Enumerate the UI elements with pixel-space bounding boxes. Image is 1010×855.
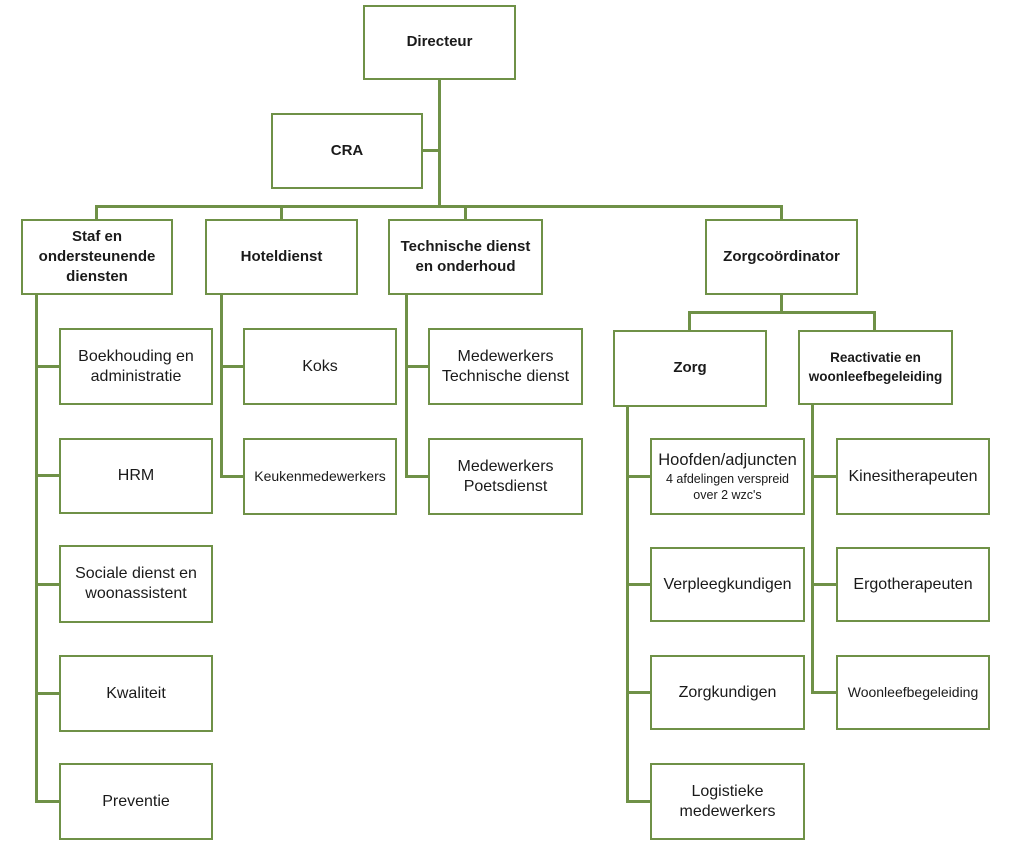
connector-line — [280, 205, 283, 219]
node-zorgcoordinator: Zorgcoördinator — [705, 219, 858, 295]
node-sublabel: 4 afdelingen verspreid over 2 wzc's — [666, 472, 789, 502]
connector-line — [688, 311, 876, 314]
connector-line — [95, 205, 98, 219]
node-label: Medewerkers Poetsdienst — [457, 457, 554, 495]
connector-line — [423, 149, 438, 152]
connector-line — [626, 691, 650, 694]
node-label: Verpleegkundigen — [663, 575, 792, 593]
connector-line — [811, 691, 836, 694]
connector-line — [780, 205, 783, 219]
connector-line — [35, 365, 59, 368]
node-medewerkers-poetsdienst: Medewerkers Poetsdienst — [428, 438, 583, 515]
node-label-stack: Hoofden/adjuncten 4 afdelingen verspreid… — [655, 450, 800, 504]
node-boekhouding: Boekhouding en administratie — [59, 328, 213, 405]
node-label: Staf en ondersteunende diensten — [38, 227, 156, 286]
connector-line — [405, 475, 428, 478]
node-label: Kinesitherapeuten — [848, 467, 978, 485]
node-koks: Koks — [243, 328, 397, 405]
connector-line — [626, 583, 650, 586]
node-ergotherapeuten: Ergotherapeuten — [836, 547, 990, 622]
node-keukenmedewerkers: Keukenmedewerkers — [243, 438, 397, 515]
node-cra: CRA — [271, 113, 423, 189]
node-label: Keukenmedewerkers — [254, 467, 386, 484]
node-technische-dienst: Technische dienst en onderhoud — [388, 219, 543, 295]
node-verpleegkundigen: Verpleegkundigen — [650, 547, 805, 622]
node-preventie: Preventie — [59, 763, 213, 840]
node-label: Technische dienst en onderhoud — [400, 237, 531, 275]
connector-line — [35, 583, 59, 586]
node-label: Logistieke medewerkers — [679, 782, 776, 820]
connector-line — [626, 475, 650, 478]
connector-line — [873, 311, 876, 330]
node-woonleefbegeleiding: Woonleefbegeleiding — [836, 655, 990, 730]
node-label: Sociale dienst en woonassistent — [75, 565, 197, 602]
connector-line — [220, 295, 223, 478]
connector-line — [464, 205, 467, 219]
node-hoofden-adjuncten: Hoofden/adjuncten 4 afdelingen verspreid… — [650, 438, 805, 515]
node-label: Zorg — [673, 359, 707, 377]
connector-line — [811, 405, 814, 694]
node-label: CRA — [330, 141, 364, 159]
node-kinesitherapeuten: Kinesitherapeuten — [836, 438, 990, 515]
connector-line — [220, 475, 243, 478]
node-medewerkers-technische-dienst: Medewerkers Technische dienst — [428, 328, 583, 405]
node-label: Medewerkers Technische dienst — [441, 347, 570, 385]
connector-line — [35, 474, 59, 477]
node-label: Kwaliteit — [106, 684, 166, 702]
node-label: Hoteldienst — [240, 247, 323, 265]
node-label: Boekhouding en administratie — [78, 347, 194, 385]
node-reactivatie: Reactivatie en woonleefbegeleiding — [798, 330, 953, 405]
connector-line — [780, 295, 783, 313]
connector-line — [438, 80, 441, 208]
connector-line — [35, 692, 59, 695]
connector-line — [405, 365, 428, 368]
node-label: Woonleefbegeleiding — [847, 683, 979, 700]
connector-line — [811, 583, 836, 586]
node-zorgkundigen: Zorgkundigen — [650, 655, 805, 730]
node-staf: Staf en ondersteunende diensten — [21, 219, 173, 295]
connector-line — [688, 311, 691, 330]
connector-line — [811, 475, 836, 478]
connector-line — [405, 295, 408, 478]
node-label: Koks — [302, 357, 338, 375]
connector-line — [220, 365, 243, 368]
node-directeur: Directeur — [363, 5, 516, 80]
connector-line — [626, 800, 650, 803]
node-label: Preventie — [102, 792, 170, 810]
connector-line — [35, 800, 59, 803]
node-hrm: HRM — [59, 438, 213, 514]
connector-line — [95, 205, 783, 208]
node-zorg: Zorg — [613, 330, 767, 407]
node-label: Zorgcoördinator — [723, 247, 840, 265]
connector-line — [626, 407, 629, 803]
node-label: Ergotherapeuten — [853, 575, 973, 593]
connector-line — [35, 295, 38, 803]
node-label: Directeur — [406, 33, 473, 51]
node-label: Hoofden/adjuncten — [658, 450, 797, 469]
node-label: Reactivatie en woonleefbegeleiding — [808, 350, 943, 384]
node-sociale-dienst: Sociale dienst en woonassistent — [59, 545, 213, 623]
node-hoteldienst: Hoteldienst — [205, 219, 358, 295]
node-label: Zorgkundigen — [678, 683, 777, 701]
node-logistieke-medewerkers: Logistieke medewerkers — [650, 763, 805, 840]
node-kwaliteit: Kwaliteit — [59, 655, 213, 732]
node-label: HRM — [117, 467, 155, 484]
